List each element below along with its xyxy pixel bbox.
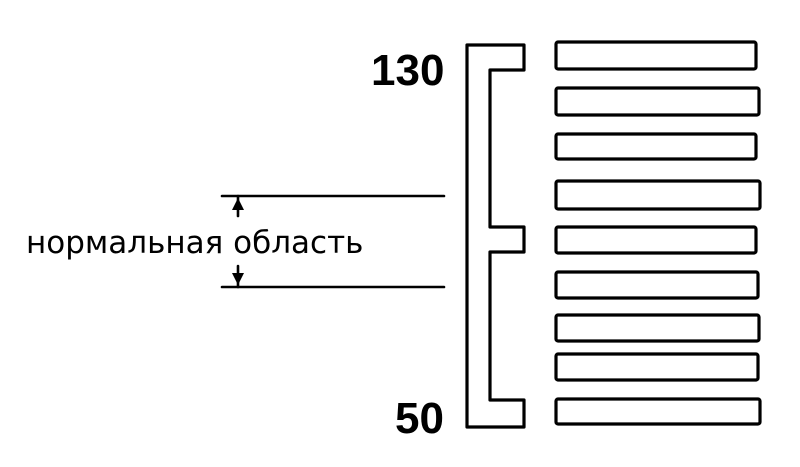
scale-segment <box>554 313 761 343</box>
scale-bracket <box>465 43 526 429</box>
scale-bottom-label: 50 <box>395 394 444 443</box>
scale-segment <box>554 179 762 211</box>
scale-segment <box>554 132 758 161</box>
normal-region-label: нормальная область <box>26 225 363 261</box>
scale-segment <box>554 86 761 117</box>
scale-segment <box>554 270 760 300</box>
scale-segment <box>554 40 758 71</box>
scale-segment <box>554 225 758 255</box>
scale-segment <box>554 397 762 426</box>
normal-region-upper-arrow <box>232 194 244 218</box>
scale-segment-bars <box>554 40 762 426</box>
scale-top-label: 130 <box>371 46 444 95</box>
normal-region-lower-arrow <box>232 264 244 289</box>
scale-segment <box>554 352 760 382</box>
